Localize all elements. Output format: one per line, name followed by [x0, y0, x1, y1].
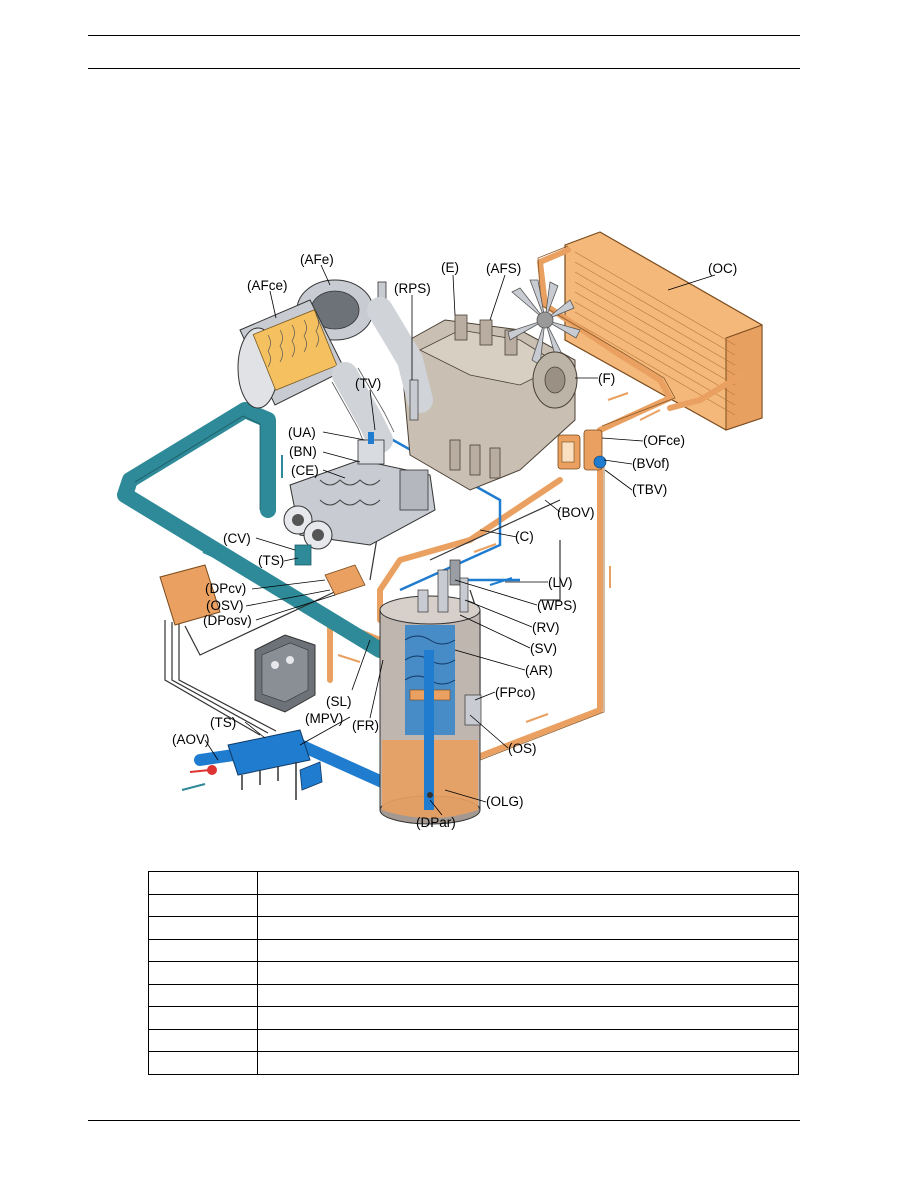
label-rps: (RPS) [394, 281, 431, 296]
flow-arrows [181, 392, 661, 791]
legend-table [148, 871, 799, 1075]
legend-row [148, 1051, 799, 1075]
engine [399, 314, 576, 491]
legend-code-cell [148, 983, 258, 1007]
label-dposv: (DPosv) [203, 613, 252, 628]
label-bov: (BOV) [557, 505, 595, 520]
legend-row [148, 983, 799, 1007]
label-fr: (FR) [352, 718, 379, 733]
label-ua: (UA) [288, 425, 316, 440]
legend-code-cell [148, 1028, 258, 1052]
legend-code-cell [148, 871, 258, 895]
label-e: (E) [441, 260, 459, 275]
legend-row [148, 961, 799, 985]
legend-code-cell [148, 916, 258, 940]
legend-description-cell [257, 1051, 799, 1075]
oil-pipe-outline [469, 245, 676, 765]
footer-rule [88, 1120, 800, 1121]
label-dpar: (DPar) [416, 815, 456, 830]
label-ofce: (OFce) [643, 433, 685, 448]
valves-top [294, 379, 419, 596]
legend-row [148, 1006, 799, 1030]
oil-cooler [564, 231, 763, 431]
legend-description-cell [257, 938, 799, 962]
control-panel [159, 564, 316, 713]
legend-row [148, 1028, 799, 1052]
legend-description-cell [257, 893, 799, 917]
label-lv: (LV) [548, 575, 573, 590]
compressor-element [283, 459, 436, 550]
label-sv: (SV) [530, 641, 557, 656]
label-aov: (AOV) [172, 732, 210, 747]
legend-code-cell [148, 1006, 258, 1030]
oil-filter-bypass [557, 429, 607, 471]
label-dpcv: (DPcv) [205, 581, 246, 596]
label-afce: (AFce) [247, 278, 288, 293]
label-cv: (CV) [223, 531, 251, 546]
label-os: (OS) [508, 741, 537, 756]
callout-labels: (AFe) (AFce) (RPS) (E) (AFS) (OC) (F) (T… [172, 252, 737, 830]
label-ce: (CE) [291, 463, 319, 478]
legend-description-cell [257, 916, 799, 940]
cooling-pipe [117, 402, 388, 658]
legend-code-cell [148, 938, 258, 962]
legend-code-cell [148, 1051, 258, 1075]
label-oc: (OC) [708, 261, 737, 276]
fan [507, 279, 581, 366]
legend-description-cell [257, 1006, 799, 1030]
air-filter [237, 279, 387, 409]
label-afs: (AFS) [486, 261, 521, 276]
legend-row [148, 916, 799, 940]
label-fpco: (FPco) [495, 685, 536, 700]
header-rule-bottom [88, 68, 800, 69]
receiver-top-fittings [417, 559, 469, 613]
label-osv: (OSV) [206, 598, 244, 613]
header-rule-top [88, 35, 800, 36]
label-tbv: (TBV) [632, 482, 667, 497]
legend-row [148, 871, 799, 895]
legend-description-cell [257, 871, 799, 895]
outlet-manifold [189, 729, 323, 800]
legend-description-cell [257, 983, 799, 1007]
label-ts-top: (TS) [258, 553, 284, 568]
legend-row [148, 938, 799, 962]
legend-row [148, 893, 799, 917]
label-ar: (AR) [525, 663, 553, 678]
air-receiver [379, 595, 482, 825]
label-olg: (OLG) [486, 794, 524, 809]
legend-code-cell [148, 961, 258, 985]
label-f: (F) [598, 371, 615, 386]
label-afe: (AFe) [300, 252, 334, 267]
label-wps: (WPS) [537, 598, 577, 613]
label-rv: (RV) [532, 620, 560, 635]
label-mpv: (MPV) [305, 711, 343, 726]
legend-code-cell [148, 893, 258, 917]
label-tv: (TV) [355, 376, 381, 391]
engine-front [532, 351, 578, 409]
label-ts-bottom: (TS) [210, 715, 236, 730]
label-bn: (BN) [289, 444, 317, 459]
label-sl: (SL) [326, 694, 352, 709]
legend-description-cell [257, 961, 799, 985]
legend-description-cell [257, 1028, 799, 1052]
label-c: (C) [515, 529, 534, 544]
label-bvof: (BVof) [632, 456, 670, 471]
leader-lines [204, 264, 716, 816]
